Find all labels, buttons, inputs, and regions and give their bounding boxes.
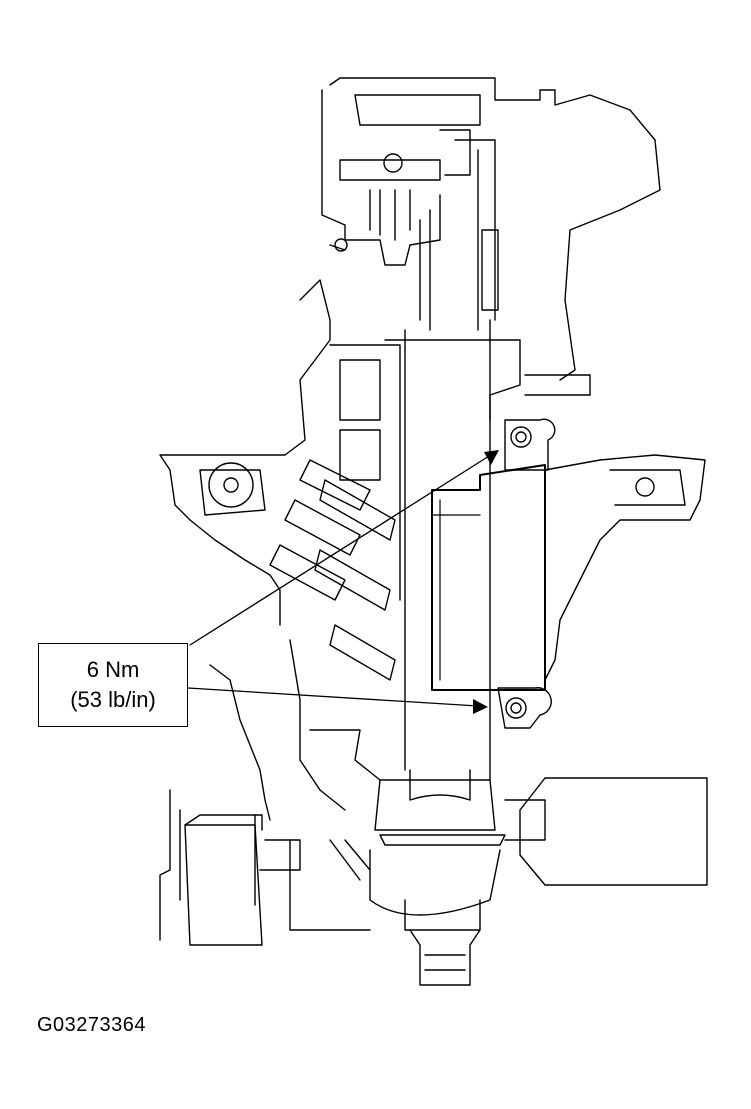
arrowhead-upper [484, 450, 499, 465]
shaft-end [409, 929, 481, 986]
lower-left-assembly [209, 664, 271, 821]
torque-callout-box: 6 Nm (53 lb/in) [38, 643, 188, 727]
callout-leaders [187, 450, 498, 707]
left-lattice-frame [159, 279, 331, 626]
right-wing-bracket [544, 454, 706, 681]
upper-bracket [321, 89, 441, 266]
control-module [431, 464, 546, 691]
left-connector-block [184, 824, 263, 946]
column-upper-housing [329, 77, 661, 381]
leader-line-upper [189, 450, 498, 646]
lower-bolt-tab [497, 687, 552, 729]
figure-id-label: G03273364 [37, 1014, 147, 1036]
upper-bolt [510, 426, 532, 448]
lower-shaft [374, 779, 496, 831]
torque-value-lbin: (53 lb/in) [70, 687, 156, 712]
lower-bolt [505, 697, 527, 719]
arrowhead-lower [473, 699, 488, 714]
leader-line-lower [187, 687, 479, 707]
right-lower-block [519, 777, 708, 886]
upper-bolt-tab [504, 418, 556, 471]
torque-value-nm: 6 Nm [86, 657, 140, 682]
